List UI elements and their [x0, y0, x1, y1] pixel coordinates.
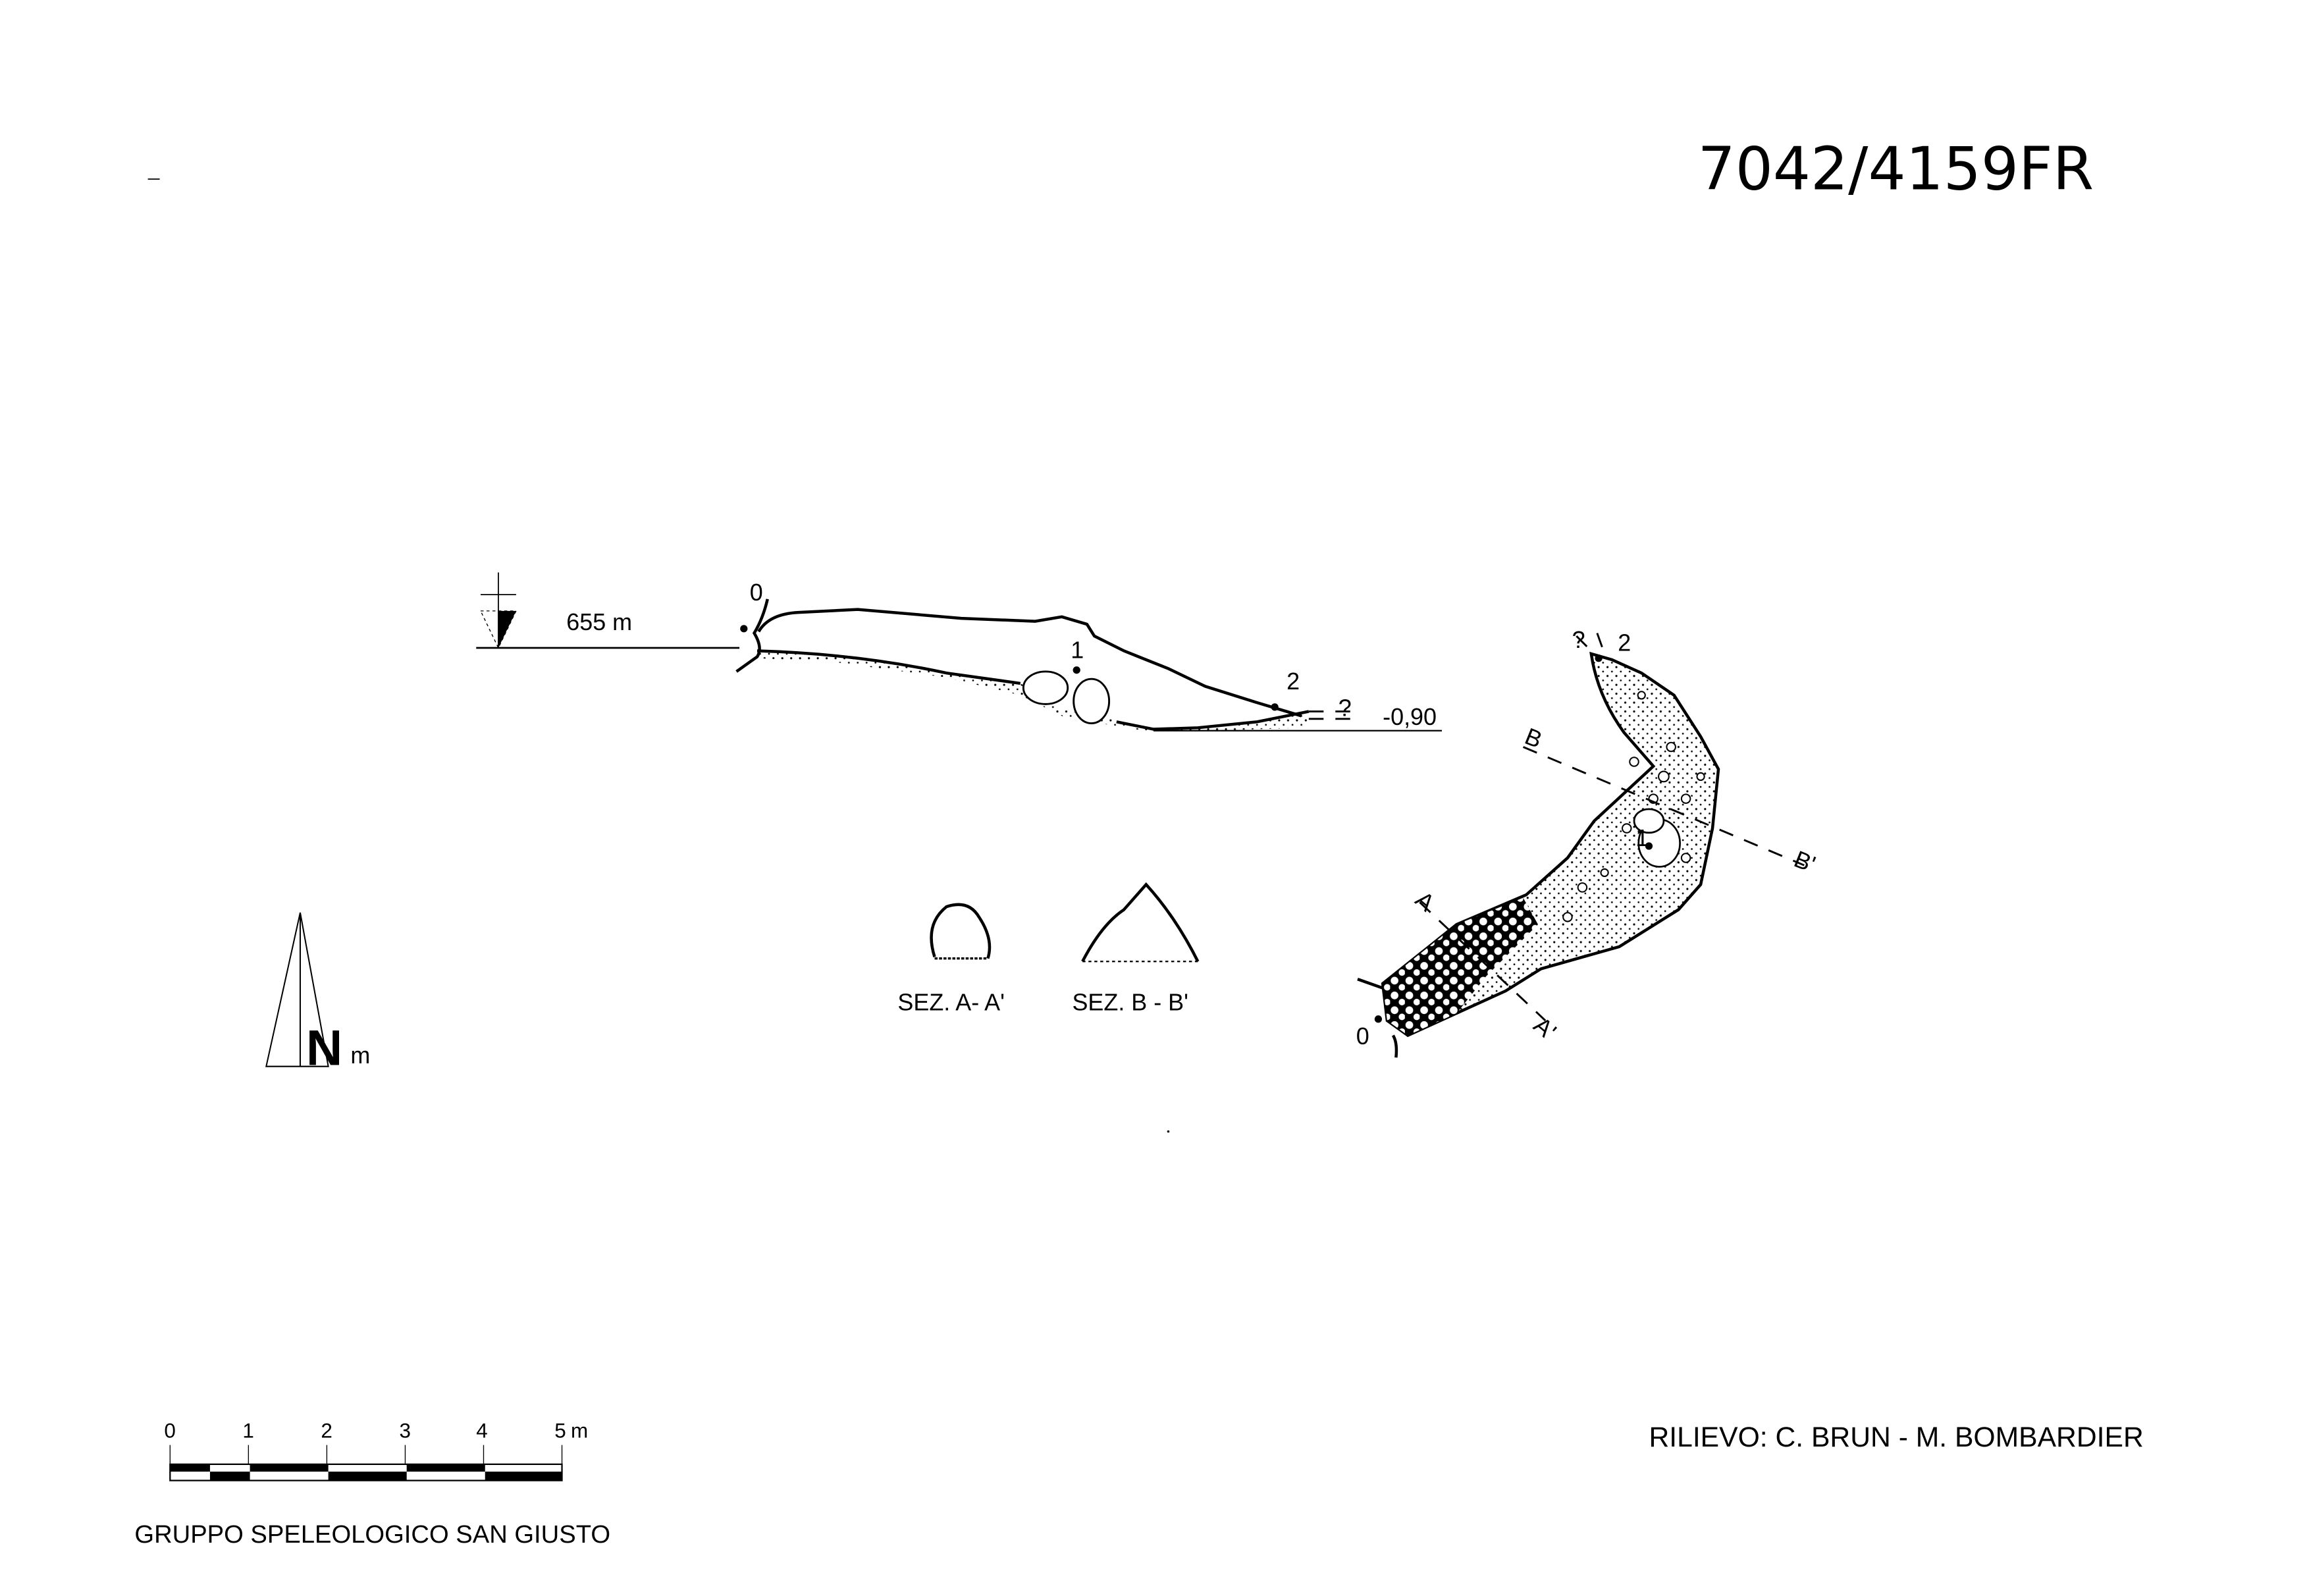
station-point [1374, 1015, 1383, 1023]
survey-credit: RILIEVO: C. BRUN - M. BOMBARDIER [1649, 1422, 2143, 1453]
scale-tick-label: 4 [476, 1419, 487, 1442]
plan-view: 2 1 0 ? B B' A A' [1356, 626, 1819, 1058]
scale-bar: 0 1 2 3 4 5 m [164, 1419, 588, 1481]
pebble-fill [1383, 897, 1538, 1036]
station-point [1645, 842, 1653, 850]
group-credit: GRUPPO SPELEOLOGICO SAN GIUSTO [134, 1520, 610, 1549]
scattered-pebbles [1562, 691, 1705, 922]
section-b-label: B [1522, 722, 1547, 753]
station-point [1271, 703, 1279, 711]
section-b-shape [1081, 882, 1200, 963]
scale-tick-label: 1 [242, 1419, 253, 1442]
boulder [1073, 678, 1111, 725]
section-a-caption: SEZ. A- A' [897, 988, 1005, 1015]
boulder [1633, 808, 1665, 834]
section-a-label: A [1410, 886, 1440, 917]
north-magnetic-suffix: m [350, 1042, 370, 1069]
elevation-label: 655 m [566, 608, 632, 635]
north-arrow-icon: N m [265, 912, 370, 1076]
scale-tick-label: 3 [399, 1419, 410, 1442]
station-label: 0 [1356, 1023, 1369, 1050]
unknown-continuation: ? [1339, 694, 1352, 721]
station-label: 2 [1286, 668, 1300, 695]
station-point [1595, 654, 1603, 662]
cave-ceiling [757, 608, 1302, 718]
unknown-continuation: ? [1572, 626, 1585, 653]
scale-tick-label: 2 [321, 1419, 332, 1442]
section-line-a [1419, 901, 1547, 1022]
cave-id-title: 7042/4159FR [1698, 136, 2094, 204]
section-a-prime-label: A' [1529, 1011, 1562, 1045]
scale-unit: m [571, 1419, 588, 1442]
boulder [1022, 670, 1069, 705]
scale-tick-label: 5 [554, 1419, 566, 1442]
cross-sections: SEZ. A- A' SEZ. B - B' [897, 882, 1200, 1133]
station-point [1073, 666, 1080, 674]
section-b-caption: SEZ. B - B' [1072, 988, 1188, 1015]
station-label: 1 [1071, 637, 1084, 664]
station-label: 1 [1635, 824, 1649, 851]
elevation-marker-icon [479, 572, 517, 649]
cave-floor [756, 649, 1310, 731]
section-b-prime-label: B' [1790, 845, 1819, 878]
scale-tick-label: 0 [164, 1419, 175, 1442]
depth-label: -0,90 [1383, 703, 1437, 730]
profile-view: 655 m 0 1 2 ? -0,90 [476, 572, 1442, 733]
section-line-b [1522, 746, 1805, 866]
section-a-shape [930, 903, 992, 959]
station-label: 2 [1618, 629, 1631, 656]
station-label: 0 [750, 579, 763, 606]
station-point [740, 625, 748, 633]
north-letter: N [306, 1020, 342, 1076]
